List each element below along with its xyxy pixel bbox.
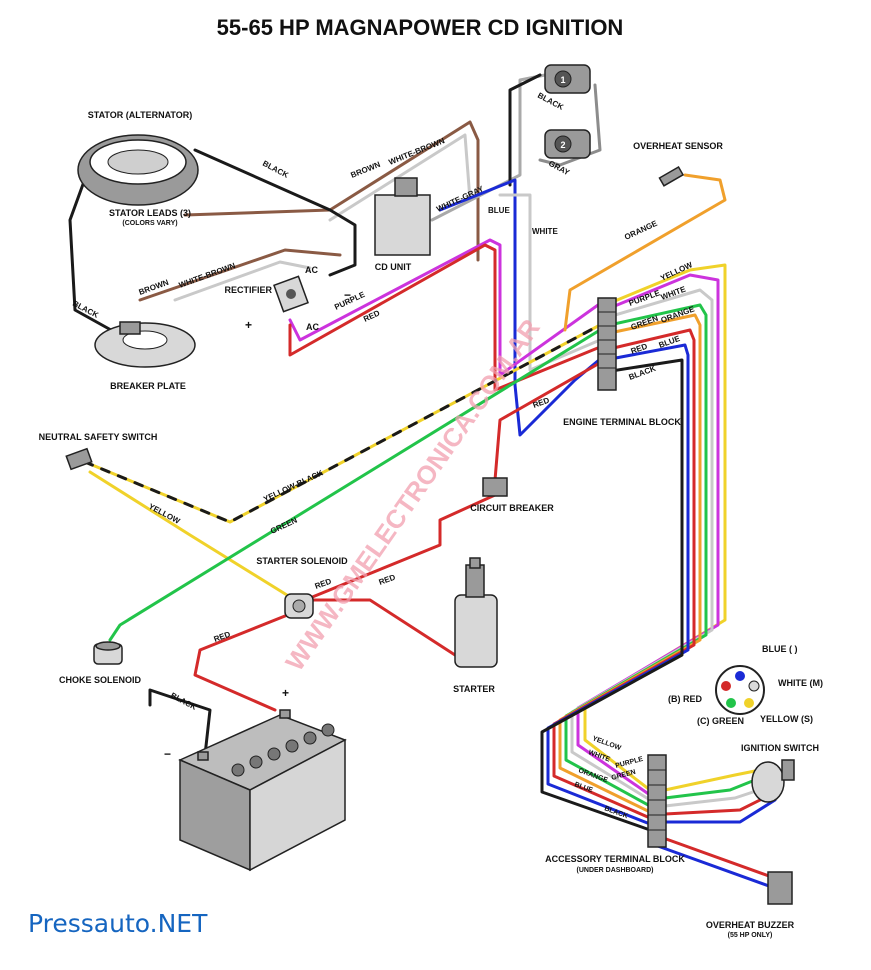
label-starter-solenoid: STARTER SOLENOID	[256, 556, 348, 566]
label-overheat-buzzer-note: (55 HP ONLY)	[728, 932, 773, 939]
ign-label-yellow: YELLOW (S)	[760, 714, 813, 724]
ign-label-white: WHITE (M)	[778, 678, 823, 688]
ign-label-blue: BLUE ( )	[762, 644, 798, 654]
ignition-coil-2: 2	[544, 129, 591, 159]
wire-label-purple-acc: PURPLE	[615, 756, 645, 770]
wire-red-rect	[288, 243, 607, 392]
harness	[540, 263, 727, 832]
wire-label-black-coil: BLACK	[536, 91, 565, 112]
label-minus-battery: −	[164, 747, 171, 761]
brand-text[interactable]: Pressauto.NET	[28, 909, 208, 938]
label-overheat-buzzer: OVERHEAT BUZZER	[706, 920, 795, 930]
ignition-switch-terminals	[715, 665, 765, 715]
wire-red-breaker	[493, 358, 607, 482]
starter-solenoid	[284, 593, 314, 619]
wire-label-red: RED	[362, 308, 381, 323]
wire-label-black: BLACK	[261, 159, 290, 180]
label-circuit-breaker: CIRCUIT BREAKER	[470, 503, 554, 513]
wire-label-black-battery: BLACK	[169, 691, 198, 712]
wire-label-brown: BROWN	[349, 160, 381, 180]
cd-unit	[374, 177, 431, 256]
label-overheat-sensor: OVERHEAT SENSOR	[633, 141, 723, 151]
wire-label-orange-acc: ORANGE	[577, 767, 609, 784]
battery	[178, 709, 347, 872]
starter-motor	[454, 557, 498, 668]
label-breaker-plate: BREAKER PLATE	[110, 381, 186, 391]
wire-label-white: WHITE	[532, 227, 558, 236]
label-neutral-safety-switch: NEUTRAL SAFETY SWITCH	[39, 432, 158, 442]
coil-2-label: 2	[560, 140, 565, 150]
rectifier	[273, 275, 309, 313]
wire-white-brown-rect	[173, 260, 312, 302]
wire-black-coil	[508, 73, 542, 187]
label-ac-bottom: AC	[306, 322, 319, 332]
wire-orange-sensor	[563, 173, 727, 332]
wire-green-choke	[108, 328, 602, 642]
accessory-terminal-block	[647, 754, 667, 848]
overheat-sensor	[658, 166, 685, 187]
label-rectifier: RECTIFIER	[224, 285, 272, 295]
label-accessory-terminal-block: ACCESSORY TERMINAL BLOCK	[545, 854, 685, 864]
wire-label-green: GREEN	[269, 516, 299, 536]
ignition-switch	[751, 759, 795, 803]
label-ac-top: AC	[305, 265, 318, 275]
label-ignition-switch: IGNITION SWITCH	[741, 743, 819, 753]
wire-yellow-black-dash	[83, 323, 602, 524]
wire-label-orange-eng: ORANGE	[660, 304, 697, 325]
circuit-breaker	[482, 477, 508, 497]
label-cd-unit: CD UNIT	[375, 262, 412, 272]
engine-terminal-block	[597, 297, 617, 391]
wire-brown-rect	[138, 248, 342, 302]
wire-white-cd	[498, 193, 602, 372]
choke-solenoid	[93, 641, 123, 665]
wire-label-yellow: YELLOW	[147, 502, 182, 526]
wire-red-starter	[308, 598, 457, 657]
wire-white-brown-top	[328, 133, 472, 222]
wire-black-battery	[148, 688, 212, 757]
ign-label-red: (B) RED	[668, 694, 702, 704]
wire-red-cb-sol	[303, 493, 497, 602]
label-minus-rectifier: −	[344, 288, 351, 302]
label-engine-terminal-block: ENGINE TERMINAL BLOCK	[563, 417, 681, 427]
label-stator-leads: STATOR LEADS (3)	[109, 208, 191, 218]
coil-1-label: 1	[560, 75, 565, 85]
wires	[68, 73, 782, 892]
label-starter: STARTER	[453, 684, 495, 694]
breaker-plate	[94, 321, 196, 368]
wire-yellow-neutral	[88, 470, 297, 602]
label-stator: STATOR (ALTERNATOR)	[88, 110, 193, 120]
diagram-title: 55-65 HP MAGNAPOWER CD IGNITION	[217, 15, 624, 40]
ignition-coil-1: 1	[544, 64, 591, 94]
label-plus-rectifier: +	[245, 318, 252, 332]
wire-black-stator	[193, 148, 357, 277]
ign-label-green: (C) GREEN	[697, 716, 744, 726]
wire-red-battery	[193, 608, 302, 712]
label-stator-leads-note: (COLORS VARY)	[122, 220, 177, 227]
wire-purple	[288, 238, 607, 377]
overheat-buzzer	[767, 871, 793, 905]
label-choke-solenoid: CHOKE SOLENOID	[59, 675, 142, 685]
label-plus-battery: +	[282, 686, 289, 700]
wire-brown	[183, 120, 480, 262]
wire-label-yellow-black: YELLOW-BLACK	[262, 468, 325, 504]
stator	[77, 134, 199, 206]
label-accessory-terminal-block-note: (UNDER DASHBOARD)	[577, 867, 654, 874]
neutral-safety-switch	[65, 447, 93, 471]
wire-label-orange: ORANGE	[623, 219, 659, 242]
wire-black-breaker	[68, 163, 122, 337]
wire-label-blue: BLUE	[488, 206, 510, 215]
wire-label-red-starter: RED	[378, 573, 397, 587]
